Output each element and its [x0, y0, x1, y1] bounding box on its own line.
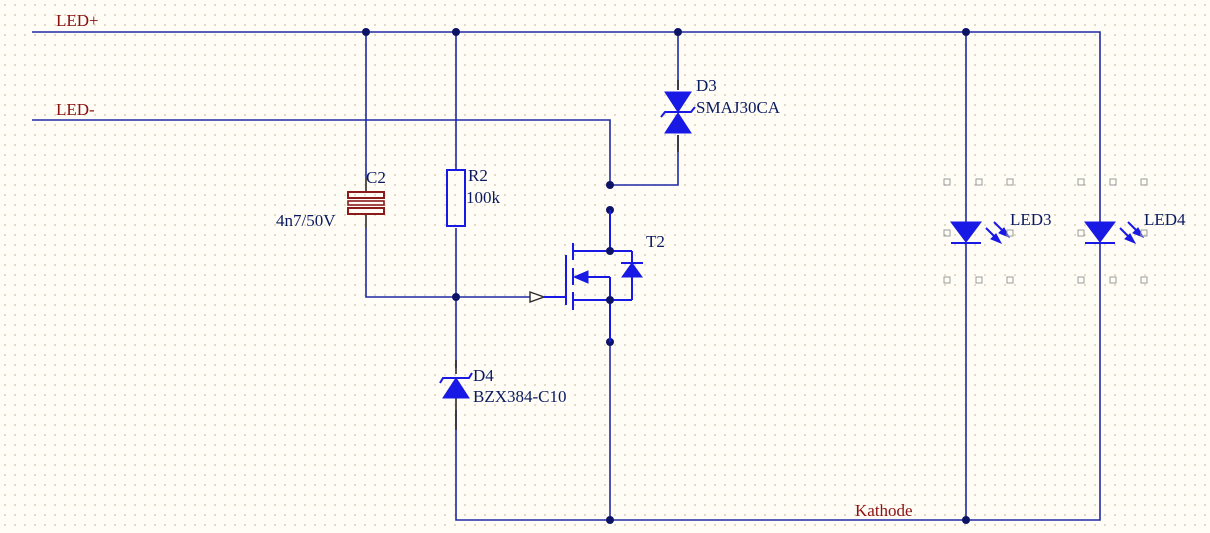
tvs-diode-d3[interactable]	[660, 80, 696, 152]
capacitor-c2[interactable]	[347, 178, 385, 228]
c2-ref-label: C2	[366, 168, 386, 187]
wire-kathode-rail[interactable]	[455, 244, 1101, 521]
net-label-led-minus: LED-	[56, 100, 95, 119]
r2-value-label: 100k	[466, 188, 501, 207]
wire-c2-bottom[interactable]	[365, 228, 530, 298]
wire-led-minus-rail[interactable]	[32, 119, 611, 185]
d4-ref-label: D4	[473, 366, 494, 385]
r2-ref-label: R2	[468, 166, 488, 185]
led-led3[interactable]	[950, 221, 1011, 244]
junction-dot	[452, 28, 460, 36]
zener-diode-d4[interactable]	[439, 360, 473, 430]
junction-dot	[452, 293, 460, 301]
c2-value-label: 4n7/50V	[276, 211, 336, 230]
junction-dot	[606, 516, 614, 524]
junction-dot	[606, 181, 614, 189]
junction-dot	[962, 516, 970, 524]
t2-source-pin	[606, 296, 614, 304]
mosfet-t2[interactable]	[529, 210, 643, 342]
junction-dot	[674, 28, 682, 36]
t2-drain-pin	[606, 247, 614, 255]
led3-ref-label: LED3	[1010, 210, 1052, 229]
junctions	[362, 28, 970, 524]
led4-ref-label: LED4	[1144, 210, 1186, 229]
led4-footprint-pads	[1077, 178, 1148, 284]
led-led4[interactable]	[1084, 221, 1145, 244]
t2-ref-label: T2	[646, 232, 665, 251]
d3-ref-label: D3	[696, 76, 717, 95]
junction-dot	[362, 28, 370, 36]
d3-value-label: SMAJ30CA	[696, 98, 781, 117]
net-label-led-plus: LED+	[56, 11, 99, 30]
d4-value-label: BZX384-C10	[473, 387, 567, 406]
wire-led-plus-rail[interactable]	[32, 31, 1101, 222]
junction-dot	[962, 28, 970, 36]
led3-footprint-pads	[943, 178, 1014, 284]
resistor-r2[interactable]	[446, 169, 466, 227]
net-label-kathode: Kathode	[855, 501, 913, 520]
